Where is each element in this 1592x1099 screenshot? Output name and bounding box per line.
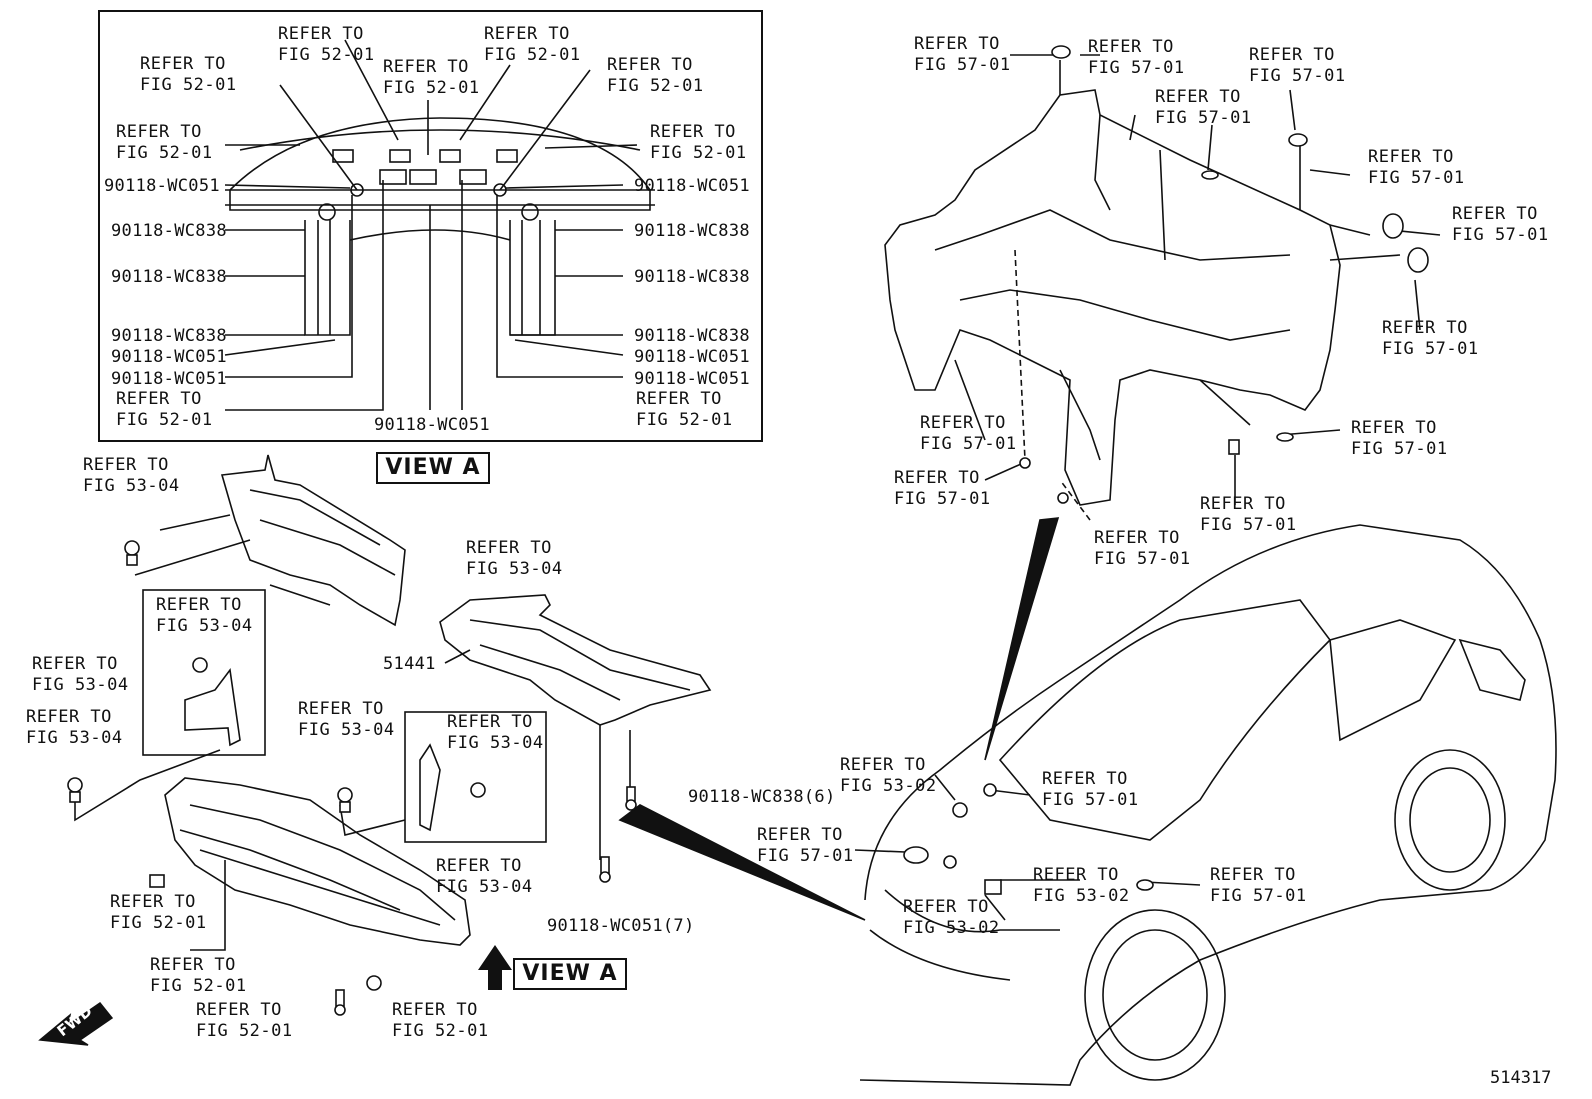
part-number-label: 90118-WC051 [634, 347, 750, 367]
part-number-label: 90118-WC838 [111, 221, 227, 241]
part-number-label: 90118-WC051 [374, 415, 490, 435]
figure-number: 514317 [1490, 1068, 1552, 1088]
part-number-label: 90118-WC051 [634, 369, 750, 389]
part-number-label: 90118-WC051 [634, 176, 750, 196]
fwd-arrow-icon [38, 1001, 114, 1046]
part-number-label: 90118-WC051 [111, 369, 227, 389]
part-number-label: 90118-WC838 [634, 326, 750, 346]
part-number-label: 90118-WC051 [104, 176, 220, 196]
part-number-label: 90118-WC838 [634, 267, 750, 287]
part-number-label: 90118-WC838 [111, 326, 227, 346]
part-number-label: 90118-WC051(7) [547, 916, 695, 936]
view-a-callout: VIEW A [513, 958, 627, 990]
part-number-label: 90118-WC838 [111, 267, 227, 287]
view-a-title: VIEW A [376, 452, 490, 484]
part-number-label: 90118-WC838 [634, 221, 750, 241]
view-a-arrow-icon [478, 945, 512, 990]
part-number-label: 90118-WC838(6) [688, 787, 836, 807]
part-number-label: 90118-WC051 [111, 347, 227, 367]
part-number-51441: 51441 [383, 654, 436, 674]
